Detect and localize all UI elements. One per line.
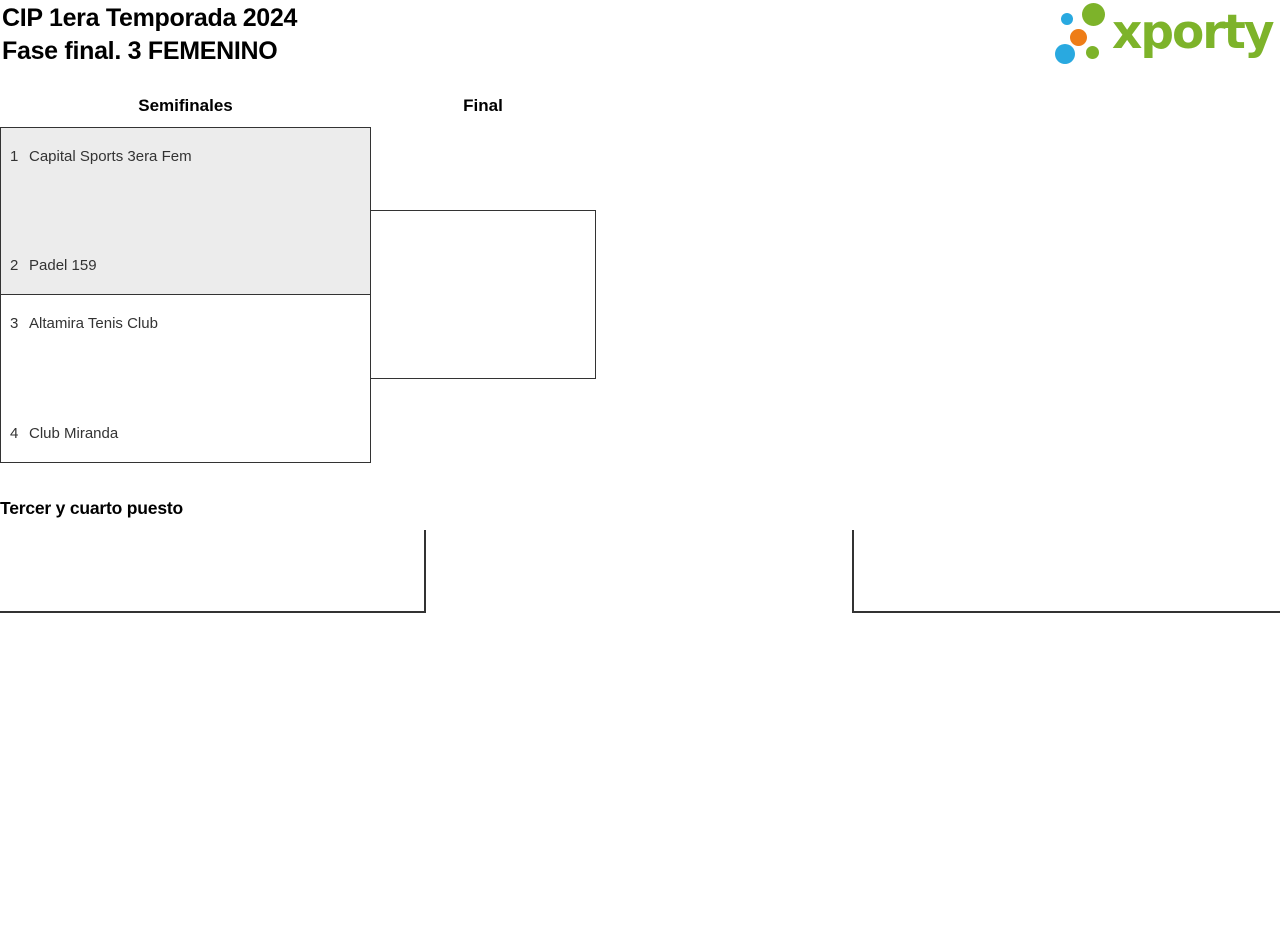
tournament-title: CIP 1era Temporada 2024 bbox=[2, 4, 298, 32]
third-place-heading: Tercer y cuarto puesto bbox=[0, 498, 183, 518]
team-name: Padel 159 bbox=[29, 257, 97, 274]
phase-title: Fase final. 3 FEMENINO bbox=[2, 37, 278, 65]
logo-dot-blue-small-icon bbox=[1061, 13, 1073, 25]
team-seed: 1 bbox=[10, 148, 19, 165]
xporty-logo: xporty bbox=[1048, 0, 1280, 66]
team-seed: 2 bbox=[10, 257, 19, 274]
team-row-club-miranda[interactable]: 4 Club Miranda bbox=[10, 425, 364, 442]
team-seed: 3 bbox=[10, 315, 19, 332]
team-seed: 4 bbox=[10, 425, 19, 442]
logo-dot-green-large-icon bbox=[1082, 3, 1105, 26]
logo-dot-orange-icon bbox=[1070, 29, 1087, 46]
match-semifinal-2[interactable]: 3 Altamira Tenis Club 4 Club Miranda bbox=[0, 294, 371, 463]
team-name: Capital Sports 3era Fem bbox=[29, 148, 192, 165]
logo-dot-green-small-icon bbox=[1086, 46, 1099, 59]
team-row-padel-159[interactable]: 2 Padel 159 bbox=[10, 257, 364, 274]
xporty-wordmark: xporty bbox=[1112, 5, 1275, 60]
third-place-slot-right bbox=[852, 530, 1280, 613]
round-header-semifinales: Semifinales bbox=[138, 96, 233, 115]
logo-dot-blue-large-icon bbox=[1055, 44, 1075, 64]
third-place-slot-left bbox=[0, 530, 426, 613]
match-final[interactable] bbox=[370, 210, 596, 379]
team-name: Altamira Tenis Club bbox=[29, 315, 158, 332]
round-header-final: Final bbox=[463, 96, 503, 115]
match-semifinal-1[interactable]: 1 Capital Sports 3era Fem 2 Padel 159 bbox=[0, 127, 371, 295]
team-name: Club Miranda bbox=[29, 425, 119, 442]
page-title: CIP 1era Temporada 2024 Fase final. 3 FE… bbox=[2, 2, 297, 68]
team-row-altamira[interactable]: 3 Altamira Tenis Club bbox=[10, 315, 364, 332]
team-row-capital-sports[interactable]: 1 Capital Sports 3era Fem bbox=[10, 148, 364, 165]
